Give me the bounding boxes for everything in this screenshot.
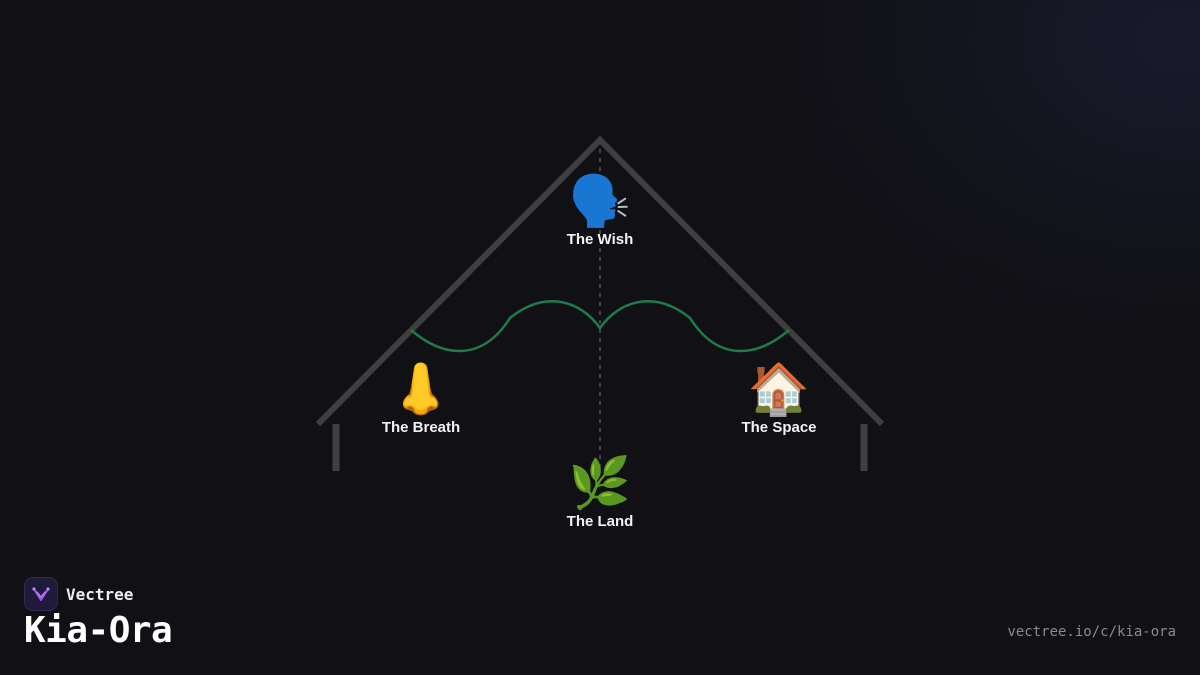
house-icon: 🏠 bbox=[747, 360, 811, 418]
node-label: The Breath bbox=[381, 419, 461, 436]
herb-icon: 🌿 bbox=[568, 454, 632, 512]
brand[interactable]: Vectree bbox=[24, 577, 133, 611]
node-the-land: 🌿 The Land bbox=[520, 455, 680, 530]
page-title: Kia-Ora bbox=[24, 610, 173, 651]
node-label: The Wish bbox=[566, 231, 634, 248]
wave-line bbox=[410, 300, 790, 353]
node-the-breath: 👃 The Breath bbox=[341, 361, 501, 436]
vectree-logo-icon bbox=[24, 577, 58, 611]
node-label: The Space bbox=[741, 419, 817, 436]
node-the-wish: 🗣️ The Wish bbox=[520, 173, 680, 248]
node-the-space: 🏠 The Space bbox=[699, 361, 859, 436]
nose-icon: 👃 bbox=[389, 360, 453, 418]
brand-name: Vectree bbox=[66, 584, 134, 604]
speaking-head-icon: 🗣️ bbox=[568, 172, 632, 230]
node-label: The Land bbox=[566, 513, 634, 530]
page-url[interactable]: vectree.io/c/kia-ora bbox=[1007, 624, 1176, 640]
